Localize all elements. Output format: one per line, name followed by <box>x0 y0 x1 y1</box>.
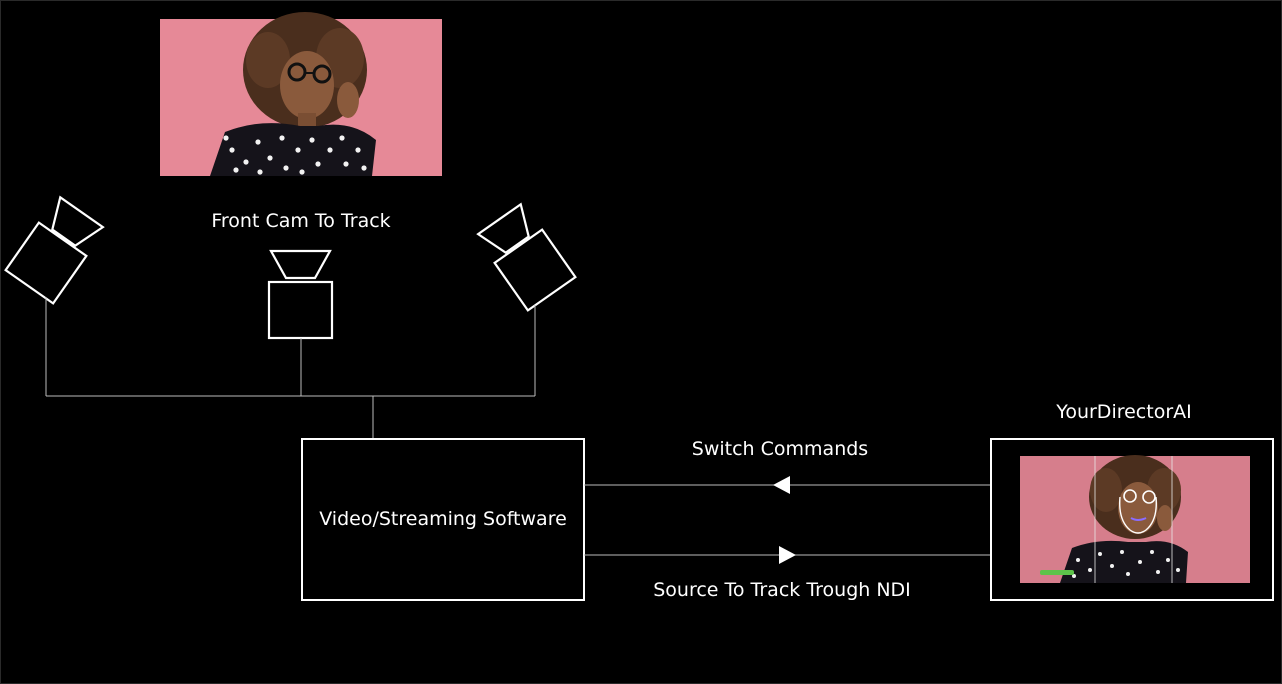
ai-box <box>990 438 1274 601</box>
right-arrow-icon <box>779 546 796 564</box>
front-cam-label: Front Cam To Track <box>211 210 390 232</box>
left-camera-icon <box>4 195 105 305</box>
left-arrow-icon <box>773 476 790 494</box>
switch-commands-label: Switch Commands <box>692 438 868 460</box>
software-label: Video/Streaming Software <box>319 508 567 530</box>
subject-photo <box>160 12 442 176</box>
ai-label: YourDirectorAI <box>1055 401 1192 423</box>
software-box <box>301 438 585 601</box>
right-camera-icon <box>476 202 577 312</box>
ai-preview-photo <box>1020 455 1250 583</box>
source-label: Source To Track Trough NDI <box>653 579 911 601</box>
camera-connectors <box>45 297 536 438</box>
center-camera-icon <box>267 249 334 340</box>
tracking-indicator <box>1040 570 1074 575</box>
